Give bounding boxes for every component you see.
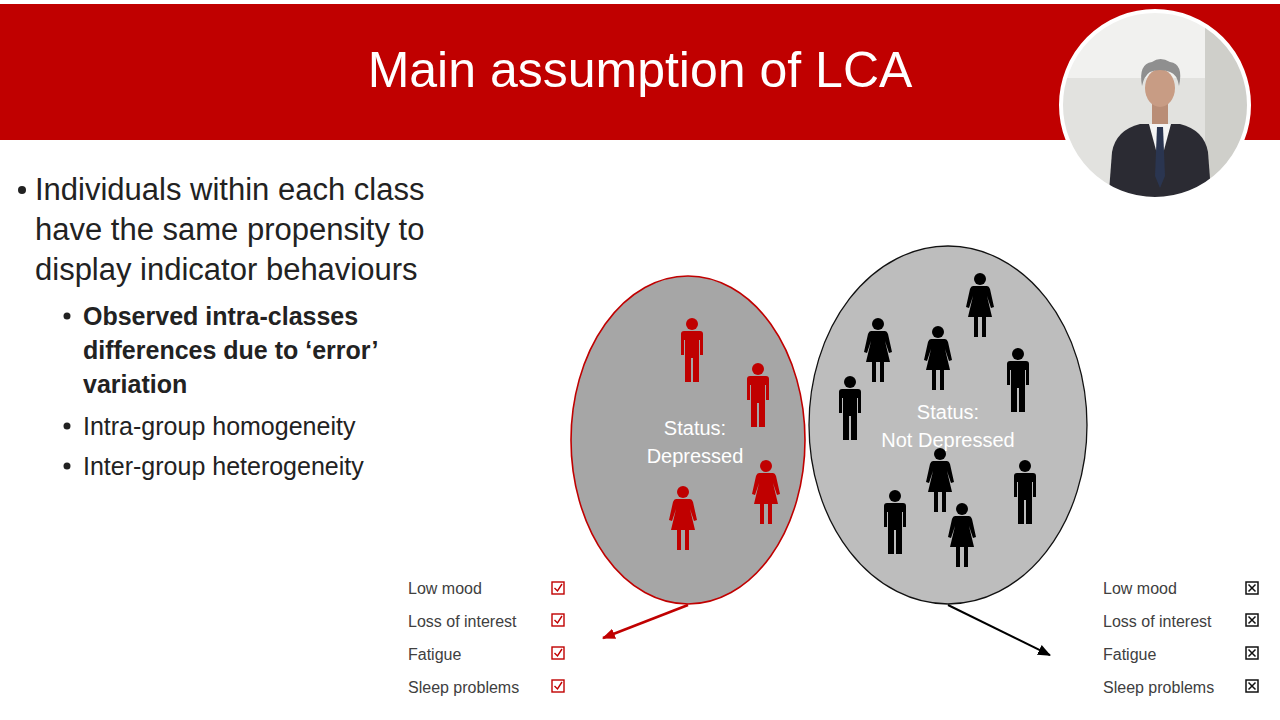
ellipse-shape [809,246,1087,604]
wrap-spacer [735,414,770,442]
symptom-label: Sleep problems [1103,671,1250,704]
person-icon [884,490,906,554]
person-icon [966,273,994,337]
class-ellipse: Status: Depressed [570,275,806,605]
checkbox [552,647,564,659]
ellipse-outline [570,275,806,605]
checkbox [1246,614,1258,626]
check-mark [555,649,563,656]
cross-mark [1249,683,1256,690]
symptom-label: Sleep problems [408,671,603,704]
checkbox [552,614,564,626]
class-arrow [603,605,688,638]
checkbox [552,680,564,692]
bullet-dot [64,313,71,320]
cross-mark [1249,585,1256,592]
indicator-list: Low moodLoss of interestFatigueSleep pro… [1050,572,1250,704]
symptom-label: Loss of interest [408,605,603,638]
status-label: Status: Depressed [647,417,744,467]
wrap-spacer [873,398,908,426]
status-text-box: Status: Not Depressed [873,398,1023,454]
person-icon [752,460,780,524]
wrap-spacer [620,414,655,442]
bullet-dot [64,423,71,430]
check-mark [555,682,563,689]
checkbox [1246,582,1258,594]
video-frame [1061,11,1249,199]
sub-bullet-text: Intra-group homogeneity [83,409,443,443]
ellipse-shape [571,276,805,604]
sub-bullet-text: Inter-group heterogeneity [83,449,443,483]
cross-mark [1249,650,1256,657]
person-icon [1014,460,1036,524]
person-icon [926,448,954,512]
person-icon [747,363,769,427]
symptom-label: Low mood [1103,572,1250,605]
speaker-head [1145,69,1175,107]
status-label: Status: Not Depressed [881,401,1014,451]
speaker-tie [1155,127,1165,188]
symptom-label: Low mood [408,572,603,605]
checkbox [552,582,564,594]
person-icon [864,318,892,382]
person-icon [948,503,976,567]
checked-boxes [552,582,564,692]
bullet-dot [64,463,71,470]
symptom-label: Loss of interest [1103,605,1250,638]
speaker-hair [1141,59,1180,86]
person-icon [839,376,861,440]
not-depressed-people [839,273,1036,567]
person-icon [669,486,697,550]
status-text-box: Status: Depressed [620,414,770,470]
bullet-text: Individuals within each class have the s… [35,170,475,290]
indicator-list: Low moodLoss of interestFatigueSleep pro… [408,572,603,704]
cross-mark [1249,617,1256,624]
person-icon [681,318,703,382]
depressed-people [669,318,780,550]
slide-title: Main assumption of LCA [0,38,1280,102]
ellipse-outline [808,245,1088,605]
video-wall [1058,8,1254,204]
checkbox [1246,680,1258,692]
person-icon [1007,348,1029,412]
sub-bullet-text: Observed intra-classes differences due t… [83,299,413,401]
speaker-video [1058,8,1255,205]
class-ellipse: Status: Not Depressed [808,245,1088,605]
check-mark [555,584,563,591]
symptom-label: Fatigue [408,638,603,671]
person-icon [924,326,952,390]
symptom-label: Fatigue [1103,638,1250,671]
check-mark [555,616,563,623]
checkbox [1246,647,1258,659]
class-arrow [948,605,1050,655]
crossed-boxes [1246,582,1258,692]
wrap-spacer [988,398,1023,426]
bullet-dot [18,186,26,194]
connectors [603,605,1050,655]
